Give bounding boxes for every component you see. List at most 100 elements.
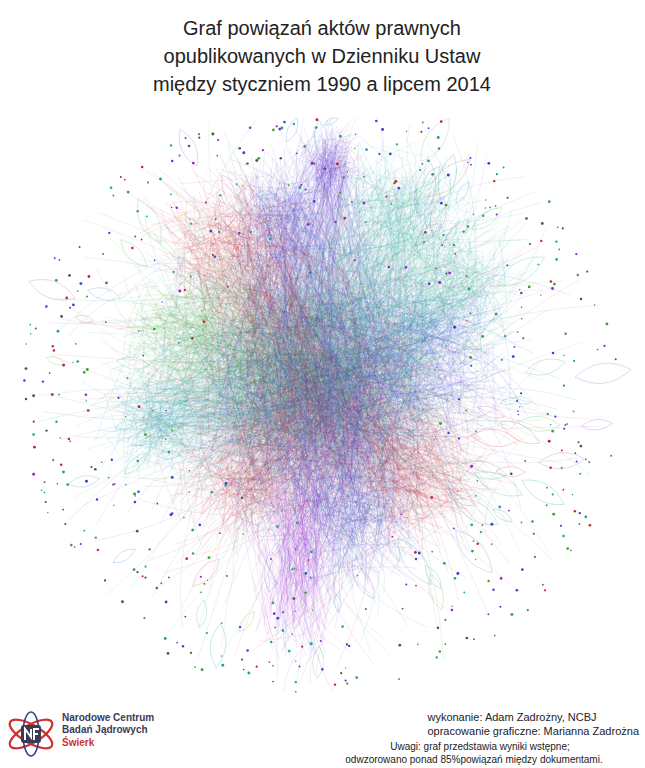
graph-dot: [272, 665, 274, 667]
graph-dot: [417, 644, 419, 646]
graph-dot: [499, 606, 501, 608]
graph-dot: [221, 664, 224, 667]
graph-dot: [570, 549, 572, 551]
graph-dot: [190, 652, 192, 654]
graph-dot: [465, 637, 468, 640]
graph-dot: [564, 424, 566, 426]
graph-dot: [75, 343, 77, 345]
institute-place: Świerk: [62, 737, 94, 749]
graph-dot: [305, 188, 307, 190]
graph-dot: [87, 409, 90, 412]
graph-dot: [579, 523, 581, 525]
graph-dot: [462, 230, 464, 232]
graph-dot: [422, 122, 424, 124]
credit-line: wykonanie: Adam Zadrożny, NCBJ: [427, 710, 596, 724]
graph-dot: [324, 167, 327, 170]
graph-dot: [30, 333, 32, 335]
graph-dot: [579, 512, 581, 514]
graph-dot: [80, 543, 82, 545]
graph-dot: [126, 377, 128, 379]
graph-dot: [49, 372, 51, 374]
graph-dot: [154, 260, 156, 262]
graph-dot: [262, 149, 264, 151]
graph-dot: [447, 432, 449, 434]
graph-dot: [453, 527, 455, 529]
graph-dot: [176, 642, 178, 644]
graph-dot: [465, 275, 467, 277]
graph-dot: [563, 385, 565, 387]
graph-dot: [524, 460, 526, 462]
graph-dot: [469, 356, 472, 359]
graph-dot: [142, 355, 144, 357]
graph-dot: [476, 480, 478, 482]
graph-dot: [218, 231, 220, 233]
graph-dot: [454, 577, 457, 580]
graph-dot: [445, 345, 447, 347]
graph-dot: [563, 355, 565, 357]
graph-dot: [191, 529, 194, 532]
graph-dot: [192, 162, 195, 165]
graph-dot: [83, 371, 86, 374]
graph-dot: [184, 616, 186, 618]
graph-dot: [137, 490, 140, 493]
graph-dot: [57, 483, 59, 485]
graph-dot: [72, 362, 73, 363]
graph-dot: [291, 633, 293, 635]
graph-dot: [25, 367, 28, 370]
graph-dot: [33, 446, 36, 449]
graph-dot: [427, 159, 430, 162]
graph-edges: [43, 118, 599, 666]
graph-dot: [466, 320, 467, 321]
graph-dot: [137, 460, 140, 463]
graph-dot: [553, 283, 556, 286]
graph-dot: [381, 128, 384, 131]
graph-dot: [283, 121, 286, 124]
graph-dot: [165, 410, 167, 412]
graph-dot: [219, 194, 221, 196]
graph-dot: [453, 326, 456, 329]
graph-dot: [307, 223, 310, 226]
graph-dot: [554, 415, 556, 417]
graph-dot: [520, 292, 523, 295]
graph-dot: [57, 330, 60, 333]
graph-dot: [343, 176, 345, 178]
graph-dot: [141, 239, 143, 241]
graph-dot: [363, 176, 365, 178]
graph-dot: [142, 575, 144, 577]
graph-dot: [68, 438, 71, 441]
graph-dot: [315, 118, 318, 121]
graph-dot: [200, 591, 202, 593]
graph-dot: [575, 253, 577, 255]
graph-dot: [354, 148, 356, 150]
graph-dot: [431, 173, 434, 176]
graph-dot: [388, 266, 391, 269]
graph-dot: [465, 410, 467, 412]
graph-dot: [550, 424, 552, 426]
graph-dot: [521, 318, 522, 319]
graph-dot: [143, 617, 145, 619]
diagram-title-holder: Graf powiązań aktów prawnych opublikowan…: [142, 14, 502, 98]
graph-dot: [120, 176, 122, 178]
graph-dot: [516, 589, 519, 592]
graph-dot: [566, 547, 569, 550]
graph-dot: [146, 215, 148, 217]
graph-dot: [188, 491, 190, 493]
graph-dot: [334, 221, 336, 223]
graph-dot: [440, 120, 443, 123]
graph-dot: [173, 271, 175, 273]
graph-dot: [615, 358, 617, 360]
graph-dot: [519, 406, 520, 407]
graph-dot: [207, 579, 208, 580]
graph-dot: [45, 429, 47, 431]
graph-dot: [178, 155, 180, 157]
graph-dot: [375, 120, 378, 123]
graph-dot: [469, 157, 471, 159]
graph-dot: [42, 380, 44, 382]
graph-dot: [171, 476, 174, 479]
graph-dot: [69, 307, 71, 309]
note-line: odwzorowano ponad 85%powiązań między dok…: [345, 753, 602, 766]
graph-dot: [236, 183, 238, 185]
graph-dot: [305, 572, 308, 575]
graph-dot: [194, 666, 196, 668]
graph-dot: [430, 496, 433, 499]
